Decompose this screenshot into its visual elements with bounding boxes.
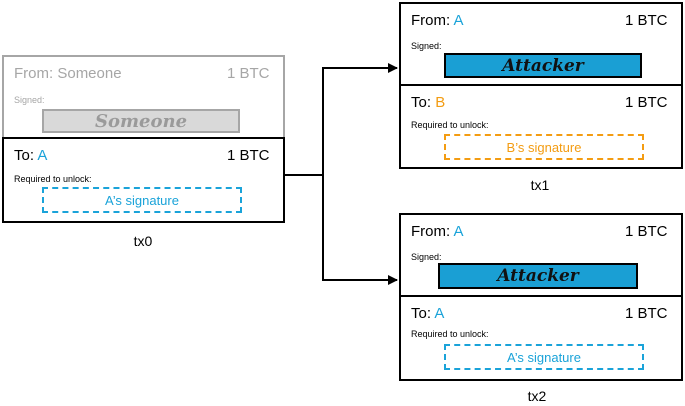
tx2-signature-bar: Attacker bbox=[438, 263, 638, 289]
tx0-from-label: From: bbox=[14, 65, 58, 82]
tx0-input-box: From: Someone 1 BTC Signed: Someone bbox=[2, 55, 285, 139]
tx2-from-line: From: A bbox=[411, 223, 464, 240]
tx1-to-label: To: bbox=[411, 94, 436, 111]
tx0-required-signature: A’s signature bbox=[42, 187, 242, 213]
tx0-signed-label: Signed: bbox=[14, 95, 45, 105]
tx0-amount-top: 1 BTC bbox=[227, 65, 270, 82]
tx0-to-value: A bbox=[37, 147, 48, 164]
tx0-caption: tx0 bbox=[133, 233, 153, 249]
tx1-from-value: A bbox=[453, 12, 464, 29]
tx2-to-label: To: bbox=[411, 305, 435, 322]
tx1-caption: tx1 bbox=[530, 177, 550, 193]
tx1-amount-top: 1 BTC bbox=[625, 12, 668, 29]
tx2-signed-label: Signed: bbox=[411, 252, 442, 262]
tx1-to-line: To: B bbox=[411, 94, 445, 111]
tx0-signature-bar: Someone bbox=[42, 109, 240, 133]
tx0-from-value: Someone bbox=[57, 65, 122, 82]
tx1-to-value: B bbox=[435, 94, 446, 111]
tx0-unlock-label: Required to unlock: bbox=[14, 174, 92, 184]
arrow-to-tx1 bbox=[322, 63, 398, 175]
tx2-amount-top: 1 BTC bbox=[625, 223, 668, 240]
tx0-to-label: To: bbox=[14, 147, 38, 164]
tx1-input-box: From: A 1 BTC Signed: Attacker bbox=[399, 2, 683, 86]
tx2-to-line: To: A bbox=[411, 305, 444, 322]
tx1-from-label: From: bbox=[411, 12, 454, 29]
tx2-from-value: A bbox=[453, 223, 464, 240]
arrow-to-tx2 bbox=[322, 175, 398, 285]
tx2-required-signature: A’s signature bbox=[444, 344, 644, 370]
tx0-amount-bottom: 1 BTC bbox=[227, 147, 270, 164]
tx2-input-box: From: A 1 BTC Signed: Attacker bbox=[399, 213, 683, 297]
tx0-output-box: To: A 1 BTC Required to unlock: A’s sign… bbox=[2, 137, 285, 223]
tx1-unlock-label: Required to unlock: bbox=[411, 120, 489, 130]
tx0-from-line: From: Someone bbox=[14, 65, 122, 82]
tx2-to-value: A bbox=[434, 305, 445, 322]
tx2-unlock-label: Required to unlock: bbox=[411, 329, 489, 339]
tx2-caption: tx2 bbox=[527, 388, 547, 404]
tx2-from-label: From: bbox=[411, 223, 454, 240]
tx1-from-line: From: A bbox=[411, 12, 464, 29]
tx2-output-box: To: A 1 BTC Required to unlock: A’s sign… bbox=[399, 295, 683, 381]
tx1-signed-label: Signed: bbox=[411, 41, 442, 51]
tx1-output-box: To: B 1 BTC Required to unlock: B’s sign… bbox=[399, 84, 683, 169]
tx0-to-line: To: A bbox=[14, 147, 47, 164]
tx1-signature-bar: Attacker bbox=[444, 53, 642, 78]
tx2-amount-bottom: 1 BTC bbox=[625, 305, 668, 322]
tx1-amount-bottom: 1 BTC bbox=[625, 94, 668, 111]
tx1-required-signature: B’s signature bbox=[444, 134, 644, 160]
